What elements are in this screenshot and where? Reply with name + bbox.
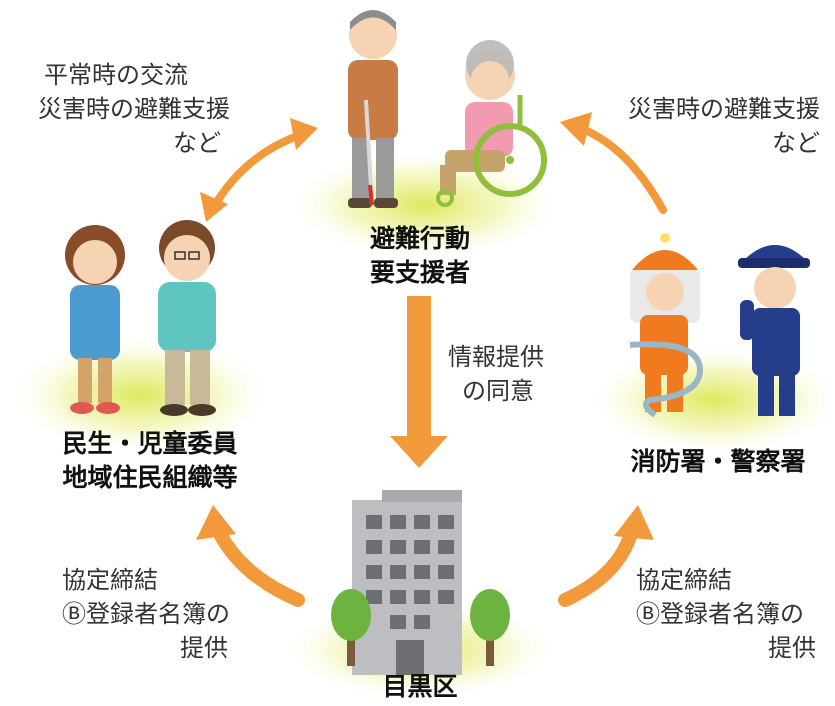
edge-bottom-left-line3: 提供 xyxy=(180,634,228,662)
node-top-label: 避難行動 要支援者 xyxy=(360,222,480,290)
node-left-label-line1: 民生・児童委員 xyxy=(62,429,238,458)
edge-top-left-label: 平常時の交流 災害時の避難支援 など xyxy=(38,58,230,160)
arrow-bottom-right xyxy=(558,523,639,607)
edge-right-top-line2: など xyxy=(772,129,820,157)
edge-bottom-right-line1: 協定締結 xyxy=(636,566,732,594)
arrowhead-bottom-right xyxy=(614,505,654,540)
arrow-down-head xyxy=(390,436,448,468)
arrow-top-left xyxy=(211,131,304,209)
arrowhead-right-top xyxy=(560,112,592,146)
edge-right-top-line1: 災害時の避難支援 xyxy=(628,95,820,123)
tree-left xyxy=(331,589,371,666)
edge-top-bottom-line2: の同意 xyxy=(462,377,534,405)
node-top-label-line1: 避難行動 xyxy=(369,224,470,253)
tree-right xyxy=(470,589,510,666)
wheelchair-user-figure xyxy=(436,40,547,207)
node-left-label: 民生・児童委員 地域住民組織等 xyxy=(45,427,255,495)
edge-bottom-left-label: 協定締結 Ⓑ登録者名簿の 提供 xyxy=(62,563,230,665)
edge-bottom-right-label: 協定締結 Ⓑ登録者名簿の 提供 xyxy=(636,563,816,665)
edge-bottom-left-line1: 協定締結 xyxy=(62,566,158,594)
elderly-man-figure xyxy=(348,10,398,208)
node-top-label-line2: 要支援者 xyxy=(369,258,470,287)
edge-top-left-line3: など xyxy=(173,129,221,157)
office-building xyxy=(352,490,462,675)
firefighter-figure xyxy=(629,233,704,418)
node-right-label: 消防署・警察署 xyxy=(630,447,806,476)
arrow-down-shaft xyxy=(407,296,431,436)
edge-bottom-left-line2: Ⓑ登録者名簿の xyxy=(62,600,230,628)
police-officer-figure xyxy=(738,245,810,416)
edge-top-bottom-line1: 情報提供 xyxy=(448,343,544,371)
edge-bottom-right-line3: 提供 xyxy=(768,634,816,662)
arrow-right-top xyxy=(581,126,667,214)
node-left-label-line2: 地域住民組織等 xyxy=(62,463,238,492)
edge-bottom-right-line2: Ⓑ登録者名簿の xyxy=(636,600,804,628)
node-bottom-label: 目黒区 xyxy=(382,672,458,701)
man-with-glasses-figure xyxy=(158,220,216,416)
arrowhead-top-left-a xyxy=(290,118,318,150)
woman-figure xyxy=(65,225,125,414)
arrowhead-bottom-left xyxy=(196,505,236,540)
arrow-bottom-left xyxy=(211,523,305,607)
edge-right-top-label: 災害時の避難支援 など xyxy=(600,92,820,160)
edge-top-left-line1: 平常時の交流 xyxy=(44,61,188,89)
edge-top-left-line2: 災害時の避難支援 xyxy=(38,95,230,123)
arrowhead-top-left-b xyxy=(200,192,228,222)
edge-top-bottom-label: 情報提供 の同意 xyxy=(448,340,544,408)
